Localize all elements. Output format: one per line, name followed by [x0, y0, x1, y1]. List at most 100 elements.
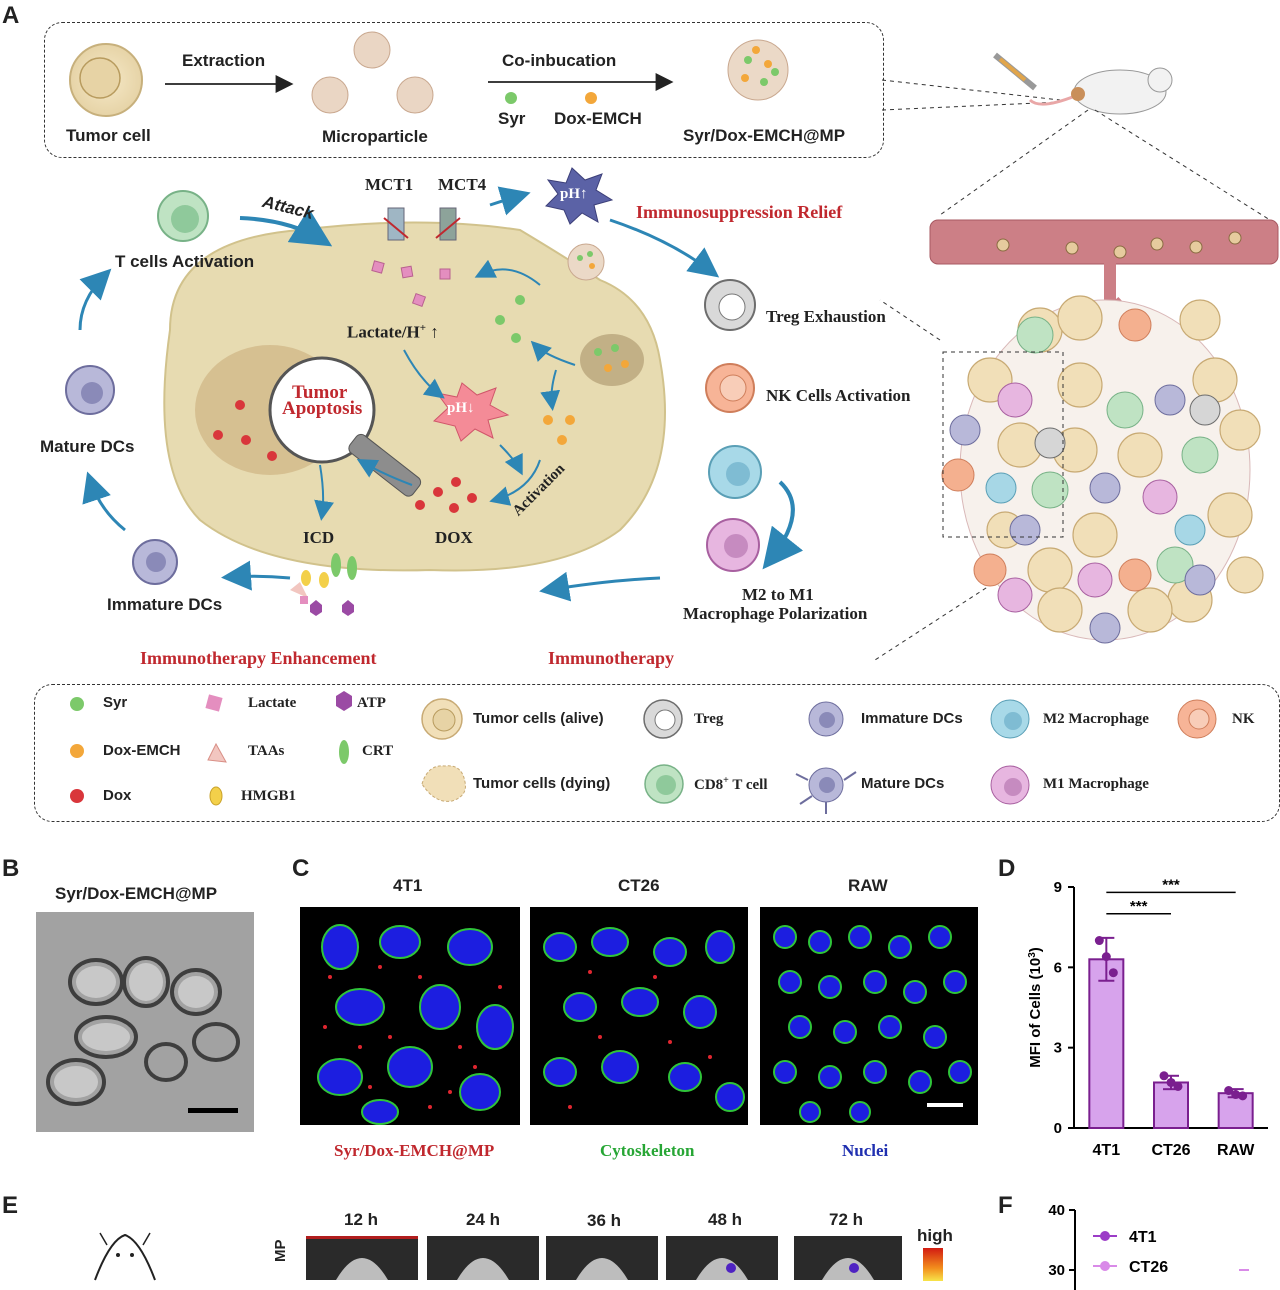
legend-m2-label: M2 Macrophage — [1043, 711, 1149, 727]
dox-emch-icon — [585, 92, 597, 104]
data-point — [1108, 968, 1118, 978]
immunotherapy-label: Immunotherapy — [548, 648, 675, 668]
scheme-graphics — [65, 31, 1279, 661]
time-48h: 48 h — [708, 1210, 743, 1229]
dox-label: DOX — [435, 528, 473, 547]
legend-crt-label: CRT — [362, 743, 394, 759]
channel-green-label: Cytoskeleton — [600, 1141, 695, 1160]
legend-mature-dcs-label: Mature DCs — [861, 775, 945, 792]
loaded-microparticle-icon — [727, 39, 789, 101]
legend-dox-emch-label: Dox-EMCH — [103, 742, 181, 759]
legend-lactate-icon — [205, 694, 223, 712]
legend-lactate-label: Lactate — [248, 695, 297, 711]
legend-atp-label: ATP — [357, 695, 386, 711]
y-tick-label: 40 — [1048, 1202, 1065, 1219]
mature-dcs-label: Mature DCs — [40, 437, 135, 456]
panel-label-b: B — [2, 855, 20, 882]
co-incubation-label: Co-inbucation — [502, 51, 617, 70]
syr-label: Syr — [498, 109, 526, 128]
legend-marker-CT26 — [1100, 1261, 1110, 1271]
tumor-apoptosis-label-2: Apoptosis — [282, 398, 363, 419]
time-36h: 36 h — [587, 1211, 622, 1230]
ph-down-label: pH↓ — [447, 400, 475, 416]
legend-immature-dcs-label: Immature DCs — [861, 710, 963, 727]
tumor-cell-label: Tumor cell — [66, 126, 151, 145]
lactate-label: Lactate/H+ ↑ — [347, 322, 439, 342]
time-72h: 72 h — [829, 1210, 864, 1229]
y-tick-label: 9 — [1054, 879, 1062, 896]
panel-label-e: E — [2, 1192, 19, 1219]
panel-label-f: F — [998, 1192, 1013, 1219]
syringe-icon — [993, 52, 1037, 91]
y-tick-label: 3 — [1054, 1040, 1062, 1057]
mct1-label: MCT1 — [365, 175, 414, 194]
extraction-label: Extraction — [182, 51, 266, 70]
confocal-raw — [773, 925, 972, 1123]
x-tick-label: CT26 — [1151, 1142, 1190, 1159]
legend-treg-label: Treg — [694, 711, 724, 727]
data-point — [1166, 1077, 1176, 1087]
legend-marker-4T1 — [1100, 1231, 1110, 1241]
icd-debris-icon — [290, 553, 357, 616]
panel-c-col-ct26: CT26 — [618, 876, 660, 895]
channel-blue-label: Nuclei — [842, 1141, 889, 1160]
legend-label-CT26: CT26 — [1129, 1259, 1168, 1276]
microparticle-icon — [311, 31, 434, 114]
ph-up-label: pH↑ — [560, 186, 588, 202]
panel-label-d: D — [998, 855, 1016, 882]
tumor-apoptosis-label-1: Tumor — [292, 382, 348, 403]
y-tick-label: 6 — [1054, 959, 1062, 976]
channel-red-label: Syr/Dox-EMCH@MP — [334, 1141, 495, 1160]
panel-label-a: A — [2, 2, 20, 29]
panel-b-title: Syr/Dox-EMCH@MP — [55, 884, 218, 903]
data-point — [1173, 1081, 1183, 1091]
legend-nk-label: NK — [1232, 711, 1255, 727]
confocal-scale-bar — [927, 1103, 963, 1107]
bar-4T1 — [1088, 958, 1125, 1129]
syr-icon — [505, 92, 517, 104]
time-12h: 12 h — [344, 1210, 379, 1229]
immunosuppression-relief-label: Immunosuppression Relief — [636, 202, 843, 222]
ph-up-star — [545, 167, 614, 225]
confocal-4t1 — [317, 924, 514, 1125]
data-point — [1094, 936, 1104, 946]
y-tick-label: 0 — [1054, 1120, 1062, 1137]
ivis-images — [306, 1236, 943, 1281]
legend-syr-label: Syr — [103, 694, 128, 711]
x-tick-label: 4T1 — [1093, 1142, 1121, 1159]
icd-label: ICD — [303, 528, 335, 547]
legend-icons — [70, 691, 1217, 814]
central-tumor-cell — [163, 221, 666, 572]
legend-tumor-dying-label: Tumor cells (dying) — [473, 775, 611, 792]
preparation-box — [44, 22, 884, 158]
immunotherapy-enhancement-label: Immunotherapy Enhancement — [140, 648, 377, 668]
mouse-outline-icon — [94, 1232, 156, 1281]
row-label-mp: MP — [272, 1239, 289, 1263]
dox-emch-label: Dox-EMCH — [554, 109, 642, 128]
legend-label-4T1: 4T1 — [1129, 1229, 1157, 1246]
x-tick-label: RAW — [1217, 1142, 1255, 1159]
legend-m1-label: M1 Macrophage — [1043, 776, 1149, 792]
tem-image — [36, 912, 254, 1132]
immature-dcs-label: Immature DCs — [107, 595, 223, 614]
significance-label: *** — [1130, 898, 1148, 915]
y-axis-label: MFI of Cells (103) — [1027, 947, 1045, 1068]
legend-syr-icon — [70, 697, 84, 711]
tumor-tissue-icon — [941, 295, 1264, 644]
legend-taas-label: TAAs — [248, 743, 285, 759]
legend-dox-emch-icon — [70, 744, 84, 758]
mouse-icon — [1028, 67, 1173, 115]
scale-bar — [188, 1108, 238, 1113]
legend-cd8-label: CD8+ T cell — [694, 775, 768, 793]
data-point — [1101, 952, 1111, 962]
panel-c-col-4t1: 4T1 — [393, 876, 423, 895]
data-point — [1159, 1071, 1169, 1081]
legend-taas-icon — [207, 742, 227, 763]
scale-high-label: high — [917, 1226, 953, 1245]
panel-c-col-raw: RAW — [848, 876, 888, 895]
microparticle-label: Microparticle — [322, 127, 428, 146]
product-label: Syr/Dox-EMCH@MP — [683, 126, 846, 145]
treg-exhaustion-label: Treg Exhaustion — [766, 307, 886, 326]
mct4-label: MCT4 — [438, 175, 487, 194]
